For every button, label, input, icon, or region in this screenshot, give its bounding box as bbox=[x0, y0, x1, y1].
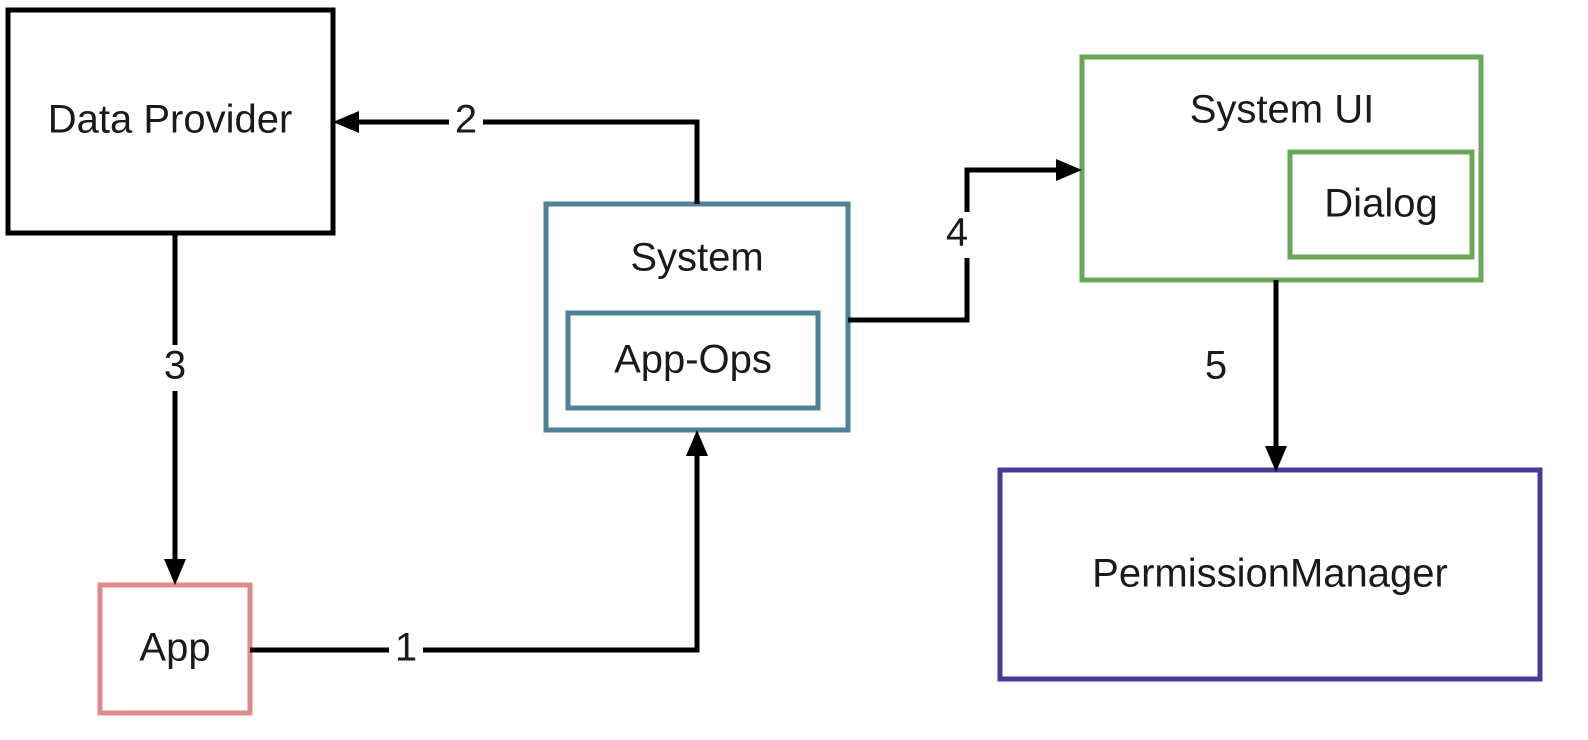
edge-2-system-to-data-provider[interactable]: 2 bbox=[333, 98, 700, 204]
edge-4-label: 4 bbox=[946, 211, 968, 255]
nodes-layer: Data Provider System App-Ops System UI D… bbox=[5, 7, 1543, 716]
edge-1-label-backing bbox=[389, 627, 423, 673]
edge-3-label-backing bbox=[158, 345, 192, 391]
edge-2-line bbox=[343, 119, 700, 204]
edge-3-data-provider-to-app[interactable]: 3 bbox=[158, 233, 192, 585]
edge-2-arrow-head-icon bbox=[333, 111, 359, 133]
node-app-label: App bbox=[139, 626, 210, 670]
node-app[interactable]: App bbox=[97, 582, 253, 716]
edge-2-label-backing bbox=[449, 99, 483, 145]
edge-5-label-backing bbox=[1199, 345, 1233, 391]
node-system-label: System bbox=[630, 236, 763, 280]
node-app-ops-box[interactable] bbox=[565, 310, 821, 411]
node-app-box[interactable] bbox=[97, 582, 253, 716]
edge-1-line bbox=[250, 440, 700, 653]
edge-5-system-ui-to-permission-manager[interactable]: 5 bbox=[1199, 280, 1287, 472]
edges-layer: 1 2 3 4 bbox=[158, 98, 1287, 673]
edge-3-label: 3 bbox=[164, 344, 186, 388]
edge-1-app-to-system[interactable]: 1 bbox=[250, 430, 708, 673]
node-data-provider-box[interactable] bbox=[5, 7, 336, 236]
edge-4-system-to-system-ui[interactable]: 4 bbox=[848, 159, 1082, 323]
edge-4-label-backing bbox=[940, 212, 974, 258]
node-app-ops[interactable]: App-Ops bbox=[565, 310, 821, 411]
edge-5-label: 5 bbox=[1205, 344, 1227, 388]
node-data-provider[interactable]: Data Provider bbox=[5, 7, 336, 236]
edge-1-label: 1 bbox=[395, 626, 417, 670]
edge-5-arrow-head-icon bbox=[1265, 446, 1287, 472]
node-dialog[interactable]: Dialog bbox=[1287, 149, 1475, 260]
edge-2-label: 2 bbox=[455, 98, 477, 142]
edge-3-arrow-head-icon bbox=[164, 559, 186, 585]
node-app-ops-label: App-Ops bbox=[614, 338, 772, 382]
edge-4-arrow-head-icon bbox=[1056, 159, 1082, 181]
edge-1-arrow-head-icon bbox=[686, 430, 708, 456]
node-permission-manager[interactable]: PermissionManager bbox=[997, 467, 1543, 682]
node-dialog-label: Dialog bbox=[1324, 182, 1437, 226]
node-system-ui-label: System UI bbox=[1190, 88, 1374, 132]
node-permission-manager-label: PermissionManager bbox=[1092, 552, 1448, 596]
node-dialog-box[interactable] bbox=[1287, 149, 1475, 260]
node-permission-manager-box[interactable] bbox=[997, 467, 1543, 682]
node-data-provider-label: Data Provider bbox=[48, 98, 293, 142]
